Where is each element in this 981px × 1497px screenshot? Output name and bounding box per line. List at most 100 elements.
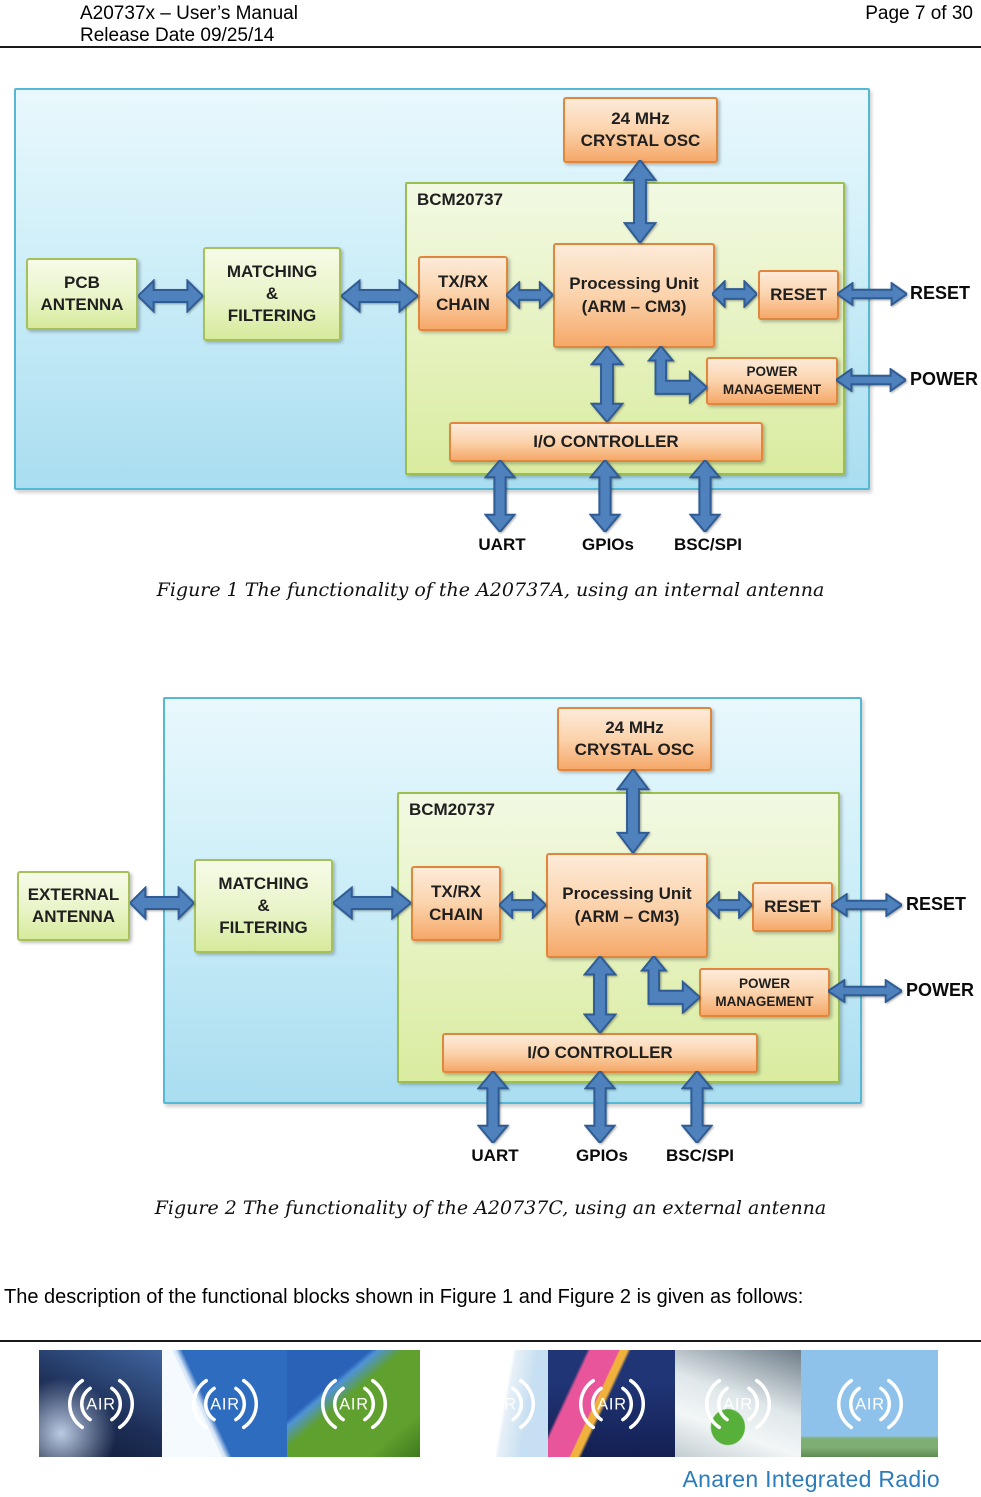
- fig2-power-port-label: POWER: [906, 980, 975, 1000]
- fig1-arrow-io-gpios: [589, 460, 621, 532]
- block-label-line: ANTENNA: [40, 295, 124, 314]
- fig1-arrow-processing-power-elbow: [641, 346, 707, 404]
- air-logo: AIR: [67, 1378, 134, 1429]
- svg-text:AIR: AIR: [597, 1395, 627, 1413]
- fig1-arrow-io-bscspi: [689, 460, 721, 532]
- fig1-crystal-osc-block: 24 MHz CRYSTAL OSC: [563, 97, 718, 163]
- block-label-line: MANAGEMENT: [722, 382, 822, 397]
- release-date: Release Date 09/25/14: [80, 25, 275, 46]
- footer-photo-skier: AIR: [162, 1350, 287, 1457]
- fig2-arrow-reset-external: [831, 893, 902, 917]
- fig1-pcb-antenna-block: PCB ANTENNA: [26, 258, 138, 330]
- block-label-line: MATCHING: [218, 873, 309, 893]
- svg-text:AIR: AIR: [487, 1395, 517, 1413]
- block-label-line: &: [257, 895, 270, 915]
- block-label-line: 24 MHz: [611, 108, 670, 128]
- block-label-line: POWER: [746, 364, 798, 380]
- fig1-arrow-io-uart: [484, 460, 516, 532]
- fig1-arrow-power-external: [836, 368, 906, 392]
- fig2-io-controller-block: I/O CONTROLLER: [442, 1033, 758, 1073]
- fig1-arrow-matching-txrx: [341, 279, 418, 313]
- footer-photo-windsurfer: AIR: [548, 1350, 675, 1457]
- header-divider: [0, 46, 981, 48]
- air-logo: AIR: [320, 1378, 387, 1429]
- block-label-line: I/O CONTROLLER: [527, 1042, 673, 1062]
- footer-photo-kayaker: AIR: [675, 1350, 801, 1457]
- fig2-arrow-antenna-matching: [130, 886, 194, 920]
- fig2-arrow-power-external: [828, 979, 902, 1003]
- block-label-line: 24 MHz: [605, 717, 664, 737]
- fig1-arrow-antenna-matching: [138, 279, 203, 313]
- fig2-bscspi-label: BSC/SPI: [665, 1146, 735, 1165]
- fig2-external-antenna-block: EXTERNAL ANTENNA: [17, 871, 130, 941]
- block-label-line: MATCHING: [226, 261, 318, 281]
- svg-text:AIR: AIR: [339, 1395, 369, 1413]
- fig1-gpios-label: GPIOs: [582, 535, 634, 554]
- block-label-line: (ARM – CM3): [581, 296, 687, 316]
- fig2-arrow-crystal-processing: [616, 769, 650, 853]
- fig2-arrow-io-uart: [477, 1071, 509, 1143]
- block-label-line: CHAIN: [429, 904, 483, 924]
- fig1-arrow-crystal-processing: [623, 160, 657, 243]
- block-label-line: CRYSTAL OSC: [580, 131, 701, 150]
- fig2-arrow-processing-io: [583, 956, 617, 1033]
- footer-divider: [0, 1340, 981, 1342]
- fig2-reset-port-label: RESET: [906, 894, 967, 914]
- block-label-line: PCB: [64, 272, 100, 292]
- fig2-crystal-osc-block: 24 MHz CRYSTAL OSC: [557, 707, 712, 771]
- body-paragraph: The description of the functional blocks…: [4, 1286, 804, 1308]
- svg-text:AIR: AIR: [855, 1395, 885, 1413]
- svg-text:AIR: AIR: [723, 1395, 753, 1413]
- fig2-power-management-block: POWER MANAGEMENT: [699, 968, 830, 1017]
- fig1-reset-port-label: RESET: [910, 283, 971, 303]
- block-label-line: RESET: [770, 284, 827, 304]
- fig1-arrow-reset-external: [837, 282, 907, 306]
- page-number: Page 7 of 30: [865, 3, 973, 24]
- fig1-arrow-processing-reset: [712, 280, 757, 308]
- fig2-arrow-txrx-processing: [499, 891, 546, 919]
- fig2-processing-unit-block: Processing Unit (ARM – CM3): [546, 853, 708, 958]
- fig1-matching-filtering-block: MATCHING & FILTERING: [203, 247, 341, 341]
- block-label-line: FILTERING: [219, 918, 308, 938]
- fig1-processing-unit-block: Processing Unit (ARM – CM3): [553, 243, 715, 348]
- block-label-line: Processing Unit: [562, 884, 692, 904]
- svg-text:AIR: AIR: [86, 1395, 116, 1413]
- block-label-line: CHAIN: [436, 294, 490, 314]
- footer-photo-rollerblader: AIR: [801, 1350, 938, 1457]
- block-label-line: TX/RX: [430, 882, 482, 902]
- fig2-arrow-io-gpios: [584, 1071, 616, 1143]
- fig1-io-controller-block: I/O CONTROLLER: [449, 422, 763, 462]
- fig2-chip-label: BCM20737: [409, 800, 495, 819]
- block-label-line: EXTERNAL: [27, 884, 120, 904]
- fig2-caption: Figure 2 The functionality of the A20737…: [154, 1197, 827, 1219]
- document-title: A20737x – User’s Manual: [80, 3, 298, 24]
- air-logo: AIR: [836, 1378, 903, 1429]
- air-logo: AIR: [468, 1378, 535, 1429]
- fig1-bscspi-label: BSC/SPI: [673, 535, 743, 554]
- fig1-power-management-block: POWER MANAGEMENT: [706, 357, 838, 405]
- block-label-line: CRYSTAL OSC: [574, 740, 695, 759]
- fig2-gpios-label: GPIOs: [576, 1146, 628, 1165]
- air-logo: AIR: [191, 1378, 258, 1429]
- footer-photo-mountain-biker: AIR: [287, 1350, 420, 1457]
- footer-photo-snowboarder: AIR: [455, 1350, 548, 1457]
- brand-tagline: Anaren Integrated Radio: [682, 1466, 940, 1492]
- block-label-line: (ARM – CM3): [574, 906, 680, 926]
- fig2-uart-label: UART: [471, 1146, 519, 1165]
- block-label-line: TX/RX: [437, 272, 489, 292]
- fig1-chip-label: BCM20737: [417, 190, 503, 209]
- block-label-line: RESET: [764, 896, 821, 916]
- block-label-line: FILTERING: [227, 306, 317, 326]
- footer-photo-skateboarder: AIR: [39, 1350, 162, 1457]
- air-logo: AIR: [578, 1378, 645, 1429]
- fig2-arrow-io-bscspi: [681, 1071, 713, 1143]
- fig2-txrx-chain-block: TX/RX CHAIN: [411, 866, 501, 941]
- block-label-line: MANAGEMENT: [715, 993, 814, 1009]
- fig2-matching-filtering-block: MATCHING & FILTERING: [194, 859, 333, 953]
- fig1-caption: Figure 1 The functionality of the A20737…: [156, 579, 825, 601]
- fig1-arrow-processing-io: [590, 346, 624, 422]
- air-logo: AIR: [705, 1378, 771, 1429]
- fig1-txrx-chain-block: TX/RX CHAIN: [418, 256, 508, 331]
- fig1-reset-block: RESET: [758, 270, 839, 320]
